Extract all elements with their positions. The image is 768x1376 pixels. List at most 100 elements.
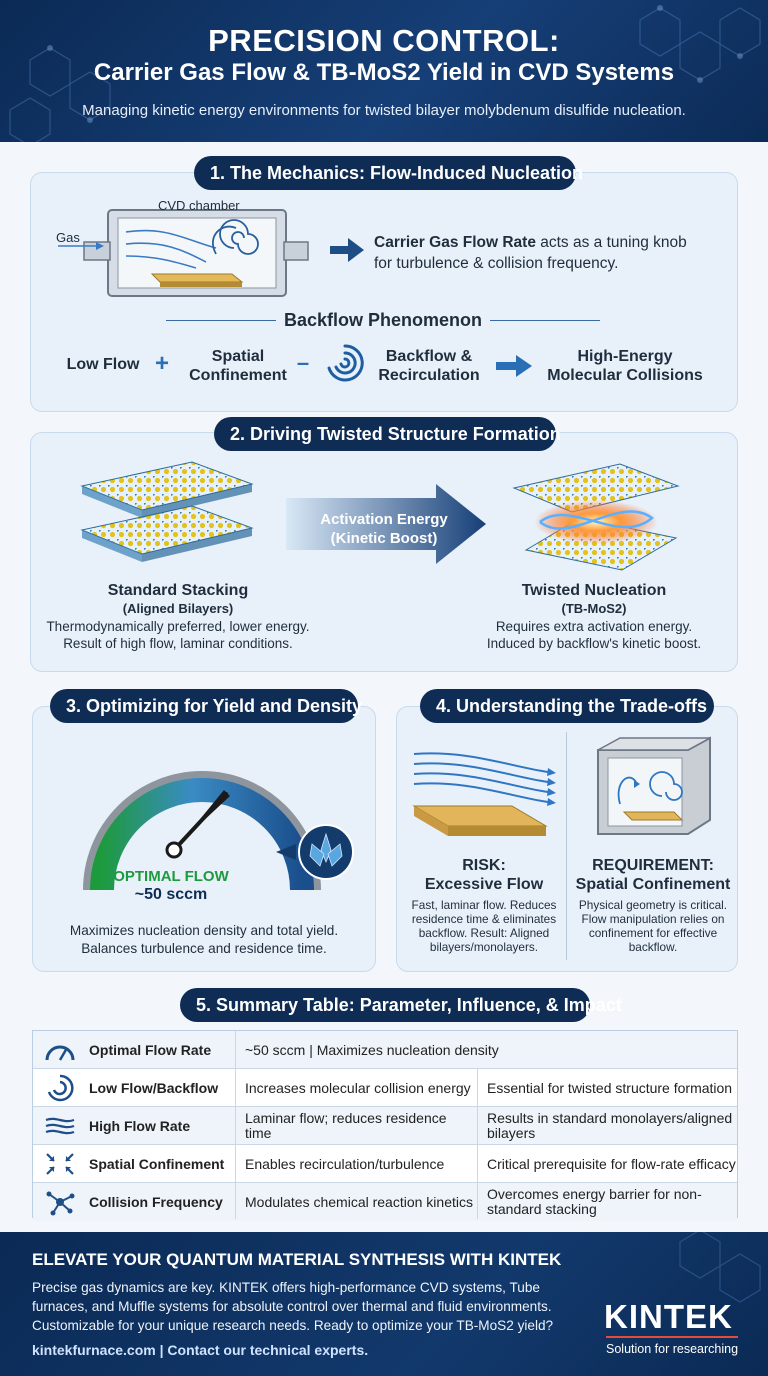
risk-desc-3: backflow. Result: Aligned [418,926,550,940]
gauge-label: OPTIMAL FLOW [113,868,229,885]
page-title: PRECISION CONTROL: [208,23,560,58]
arrow-line2: (Kinetic Boost) [330,530,438,547]
table-param: Spatial Confinement [89,1155,225,1172]
logo-underline [606,1336,738,1338]
table-impact: Essential for twisted structure formatio… [487,1079,733,1096]
flow-rate-description: Carrier Gas Flow Rate acts as a tuning k… [374,232,724,274]
arrow-right-icon [496,355,532,377]
table-row: Spatial Confinement Enables recirculatio… [33,1145,737,1183]
section1-badge: 1. The Mechanics: Flow-Induced Nucleatio… [194,156,583,190]
footer-title: ELEVATE YOUR QUANTUM MATERIAL SYNTHESIS … [32,1250,562,1269]
twisted-desc-1: Requires extra activation energy. [495,619,693,634]
eq-backflow-line1: Backflow & [385,348,473,365]
risk-title-1: RISK: [462,857,506,874]
spatial-confinement-illustration [597,736,711,835]
table-impact: Critical prerequisite for flow-rate effi… [487,1155,736,1172]
arrow-line1: Activation Energy [320,511,448,528]
standard-desc-2: Result of high flow, laminar conditions. [63,636,293,651]
eq-plus: + [154,350,169,377]
section2-badge: 2. Driving Twisted Structure Formation [214,417,561,451]
req-desc-4: backflow. [628,940,678,954]
standard-stacking-title: Standard Stacking [107,582,249,599]
eq-spatial-line2: Confinement [189,367,287,384]
table-row: High Flow Rate Laminar flow; reduces res… [33,1107,737,1145]
backflow-title: Backflow Phenomenon [283,310,483,330]
summary-table: Optimal Flow Rate ~50 sccm | Maximizes n… [32,1030,738,1221]
eq-backflow-line2: Recirculation [378,367,480,384]
gauge-icon [45,1045,75,1061]
hexagon-molecule-decoration [9,5,761,142]
table-impact: Overcomes energy barrier for non-standar… [487,1186,702,1217]
table-influence: Enables recirculation/turbulence [245,1155,445,1172]
risk-desc-2: residence time & eliminates [411,912,557,926]
cvd-chamber-diagram [58,209,309,297]
requirement-desc: Physical geometry is critical. Flow mani… [570,898,736,954]
risk-desc-1: Fast, laminar flow. Reduces [411,898,557,912]
risk-desc: Fast, laminar flow. Reduces residence ti… [404,898,564,954]
table-row: Collision Frequency Modulates chemical r… [33,1183,737,1221]
table-param: Collision Frequency [89,1193,223,1210]
crystal-icon [298,824,354,880]
twisted-desc-2: Induced by backflow's kinetic boost. [486,636,702,651]
footer-body: Precise gas dynamics are key. KINTEK off… [32,1280,554,1333]
table-param: Low Flow/Backflow [89,1079,219,1096]
flow-rate-text: acts as a tuning knob [535,234,687,251]
req-desc-3: confinement for effective [588,926,718,940]
section5-badge: 5. Summary Table: Parameter, Influence, … [180,988,622,1022]
chamber-label: CVD chamber [158,198,240,213]
twisted-bilayer-illustration [512,463,680,571]
flow-lines-icon [45,1117,75,1135]
requirement-title: REQUIREMENT: Spatial Confinement [570,856,736,894]
twisted-nucleation-desc: Requires extra activation energy. Induce… [454,618,734,652]
header-banner: PRECISION CONTROL: Carrier Gas Flow & TB… [0,0,768,142]
page-subtitle: Carrier Gas Flow & TB-MoS2 Yield in CVD … [93,59,675,86]
activation-energy-label: Activation Energy (Kinetic Boost) [300,510,468,548]
eq-result-line2: Molecular Collisions [547,367,703,384]
table-influence: ~50 sccm | Maximizes nucleation density [245,1041,499,1058]
gas-label: Gas [56,230,80,245]
table-influence: Modulates chemical reaction kinetics [245,1193,473,1210]
table-row: Low Flow/Backflow Increases molecular co… [33,1069,737,1107]
footer-contact-link[interactable]: kintekfurnace.com | Contact our technica… [32,1342,369,1358]
activation-energy-arrow [286,484,486,564]
risk-desc-4: bilayers/monolayers. [429,940,539,954]
flow-rate-bold: Carrier Gas Flow Rate [374,234,536,251]
twisted-nucleation-title: Twisted Nucleation [521,582,667,599]
req-desc-1: Physical geometry is critical. [578,898,728,912]
gauge-pointer [276,844,296,860]
table-impact: Results in standard monolayers/aligned b… [487,1110,733,1141]
section3-desc-1: Maximizes nucleation density and total y… [69,923,339,938]
eq-result: High-Energy Molecular Collisions [540,347,710,385]
risk-title: RISK: Excessive Flow [404,856,564,894]
table-param: High Flow Rate [89,1117,191,1134]
gauge-value: ~50 sccm [134,886,208,903]
eq-backflow: Backflow & Recirculation [370,347,488,385]
eq-minus: – [296,350,310,375]
standard-stacking-sub: (Aligned Bilayers) [122,601,234,616]
standard-stacking-desc: Thermodynamically preferred, lower energ… [28,618,328,652]
eq-spatial-confinement: Spatial Confinement [180,347,296,385]
footer-banner: ELEVATE YOUR QUANTUM MATERIAL SYNTHESIS … [0,1232,768,1376]
hexagon-decoration [679,1232,761,1303]
standard-desc-1: Thermodynamically preferred, lower energ… [46,619,310,634]
kintek-logo: KINTEK [604,1298,733,1335]
section3-desc: Maximizes nucleation density and total y… [36,922,372,958]
table-influence: Laminar flow; reduces residence time [245,1110,447,1141]
table-param: Optimal Flow Rate [89,1041,212,1058]
req-title-2: Spatial Confinement [575,876,731,893]
brand-tagline: Solution for researching [606,1342,739,1356]
swirl-icon [327,344,364,382]
page-tagline: Managing kinetic energy environments for… [82,102,686,119]
swirl-icon [47,1074,74,1102]
section4-divider [566,732,567,960]
table-row: Optimal Flow Rate ~50 sccm | Maximizes n… [33,1031,737,1069]
arrow-right-icon [330,238,364,262]
eq-spatial-line1: Spatial [211,348,265,365]
table-divider-1 [235,1031,236,1219]
section3-badge: 3. Optimizing for Yield and Density [50,689,362,723]
section4-badge: 4. Understanding the Trade-offs [420,689,714,723]
twisted-nucleation-sub: (TB-MoS2) [561,601,627,616]
risk-title-2: Excessive Flow [424,876,544,893]
table-influence: Increases molecular collision energy [245,1079,471,1096]
divider-left [166,320,276,321]
